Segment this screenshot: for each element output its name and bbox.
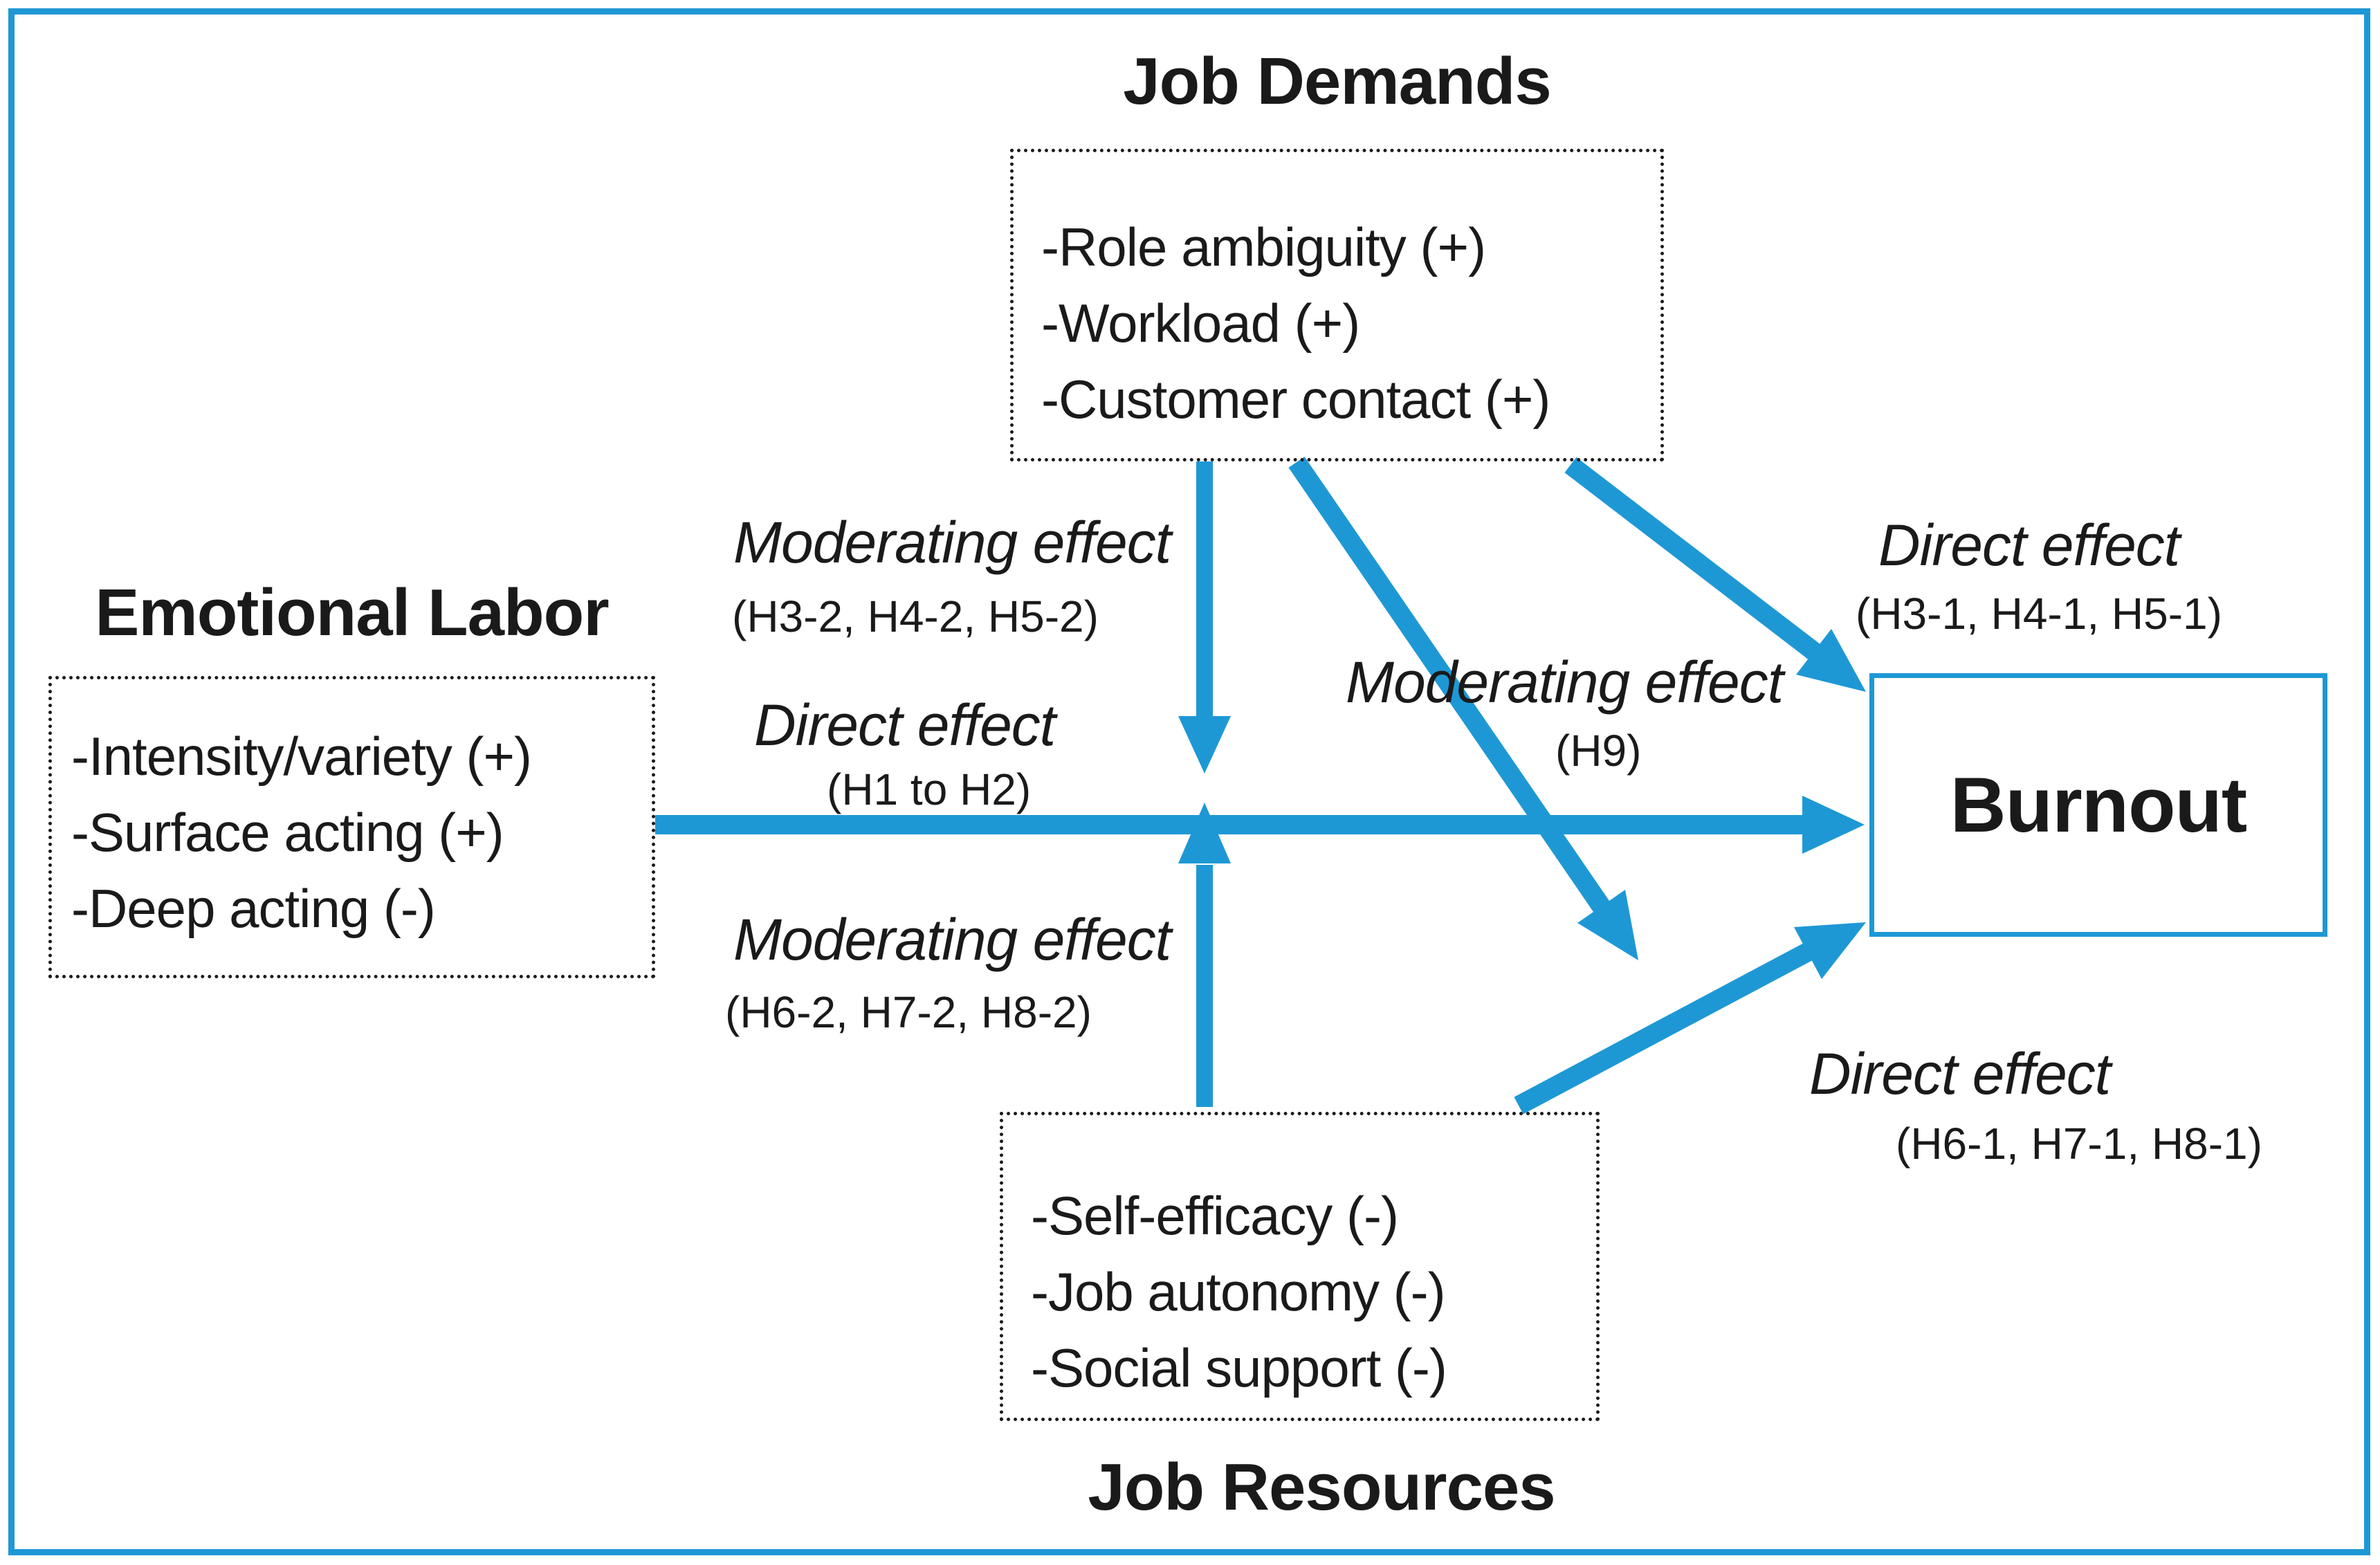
job-demands-title: Job Demands: [1123, 44, 1551, 118]
arrow-job-resources-to-burnout: [1514, 922, 1866, 1115]
label-hypotheses-el-direct: (H1 to H2): [827, 765, 1032, 814]
job-demands-item: -Workload (+): [1041, 293, 1360, 354]
label-hypotheses-jd-moderating: (H3-2, H4-2, H5-2): [732, 592, 1099, 641]
label-hypotheses-jd-direct: (H3-1, H4-1, H5-1): [1856, 589, 2222, 639]
job-resources-item: -Self-efficacy (-): [1031, 1185, 1399, 1246]
label-moderating-effect-jd: Moderating effect: [733, 510, 1171, 575]
emotional-labor-box: -Intensity/variety (+) -Surface acting (…: [48, 676, 655, 978]
arrow-job-demands-to-burnout: [1564, 457, 1866, 692]
label-moderating-effect-h9: Moderating effect: [1346, 650, 1784, 715]
job-demands-item: -Customer contact (+): [1041, 369, 1550, 430]
burnout-title: Burnout: [1950, 762, 2247, 848]
label-direct-effect-jd: Direct effect: [1878, 513, 2180, 578]
emotional-labor-item: -Surface acting (+): [71, 802, 504, 863]
job-resources-item: -Job autonomy (-): [1031, 1261, 1446, 1322]
label-hypotheses-jr-direct: (H6-1, H7-1, H8-1): [1896, 1119, 2262, 1169]
emotional-labor-item: -Intensity/variety (+): [71, 726, 532, 787]
job-demands-box: -Role ambiguity (+) -Workload (+) -Custo…: [1010, 149, 1664, 461]
arrow-job-demands-moderates-el-path: [1178, 461, 1231, 774]
burnout-box: Burnout: [1869, 673, 2327, 937]
emotional-labor-item: -Deep acting (-): [71, 878, 436, 939]
arrow-job-resources-moderates-el-path: [1178, 803, 1231, 1107]
label-moderating-effect-jr: Moderating effect: [733, 907, 1171, 972]
label-direct-effect-jr: Direct effect: [1809, 1041, 2111, 1106]
label-hypotheses-h9: (H9): [1555, 726, 1642, 776]
job-resources-item: -Social support (-): [1031, 1337, 1447, 1398]
label-direct-effect-el: Direct effect: [754, 693, 1056, 758]
label-hypotheses-jr-moderating: (H6-2, H7-2, H8-2): [725, 987, 1092, 1037]
arrow-emotional-labor-to-burnout: [655, 796, 1865, 854]
job-demands-item: -Role ambiguity (+): [1041, 217, 1486, 277]
job-resources-box: -Self-efficacy (-) -Job autonomy (-) -So…: [1000, 1112, 1600, 1421]
job-resources-title: Job Resources: [1088, 1450, 1555, 1524]
outer-frame: [8, 8, 2370, 1555]
arrow-job-demands-moderates-jr-path-h9: [1288, 457, 1638, 960]
emotional-labor-title: Emotional Labor: [95, 576, 609, 650]
